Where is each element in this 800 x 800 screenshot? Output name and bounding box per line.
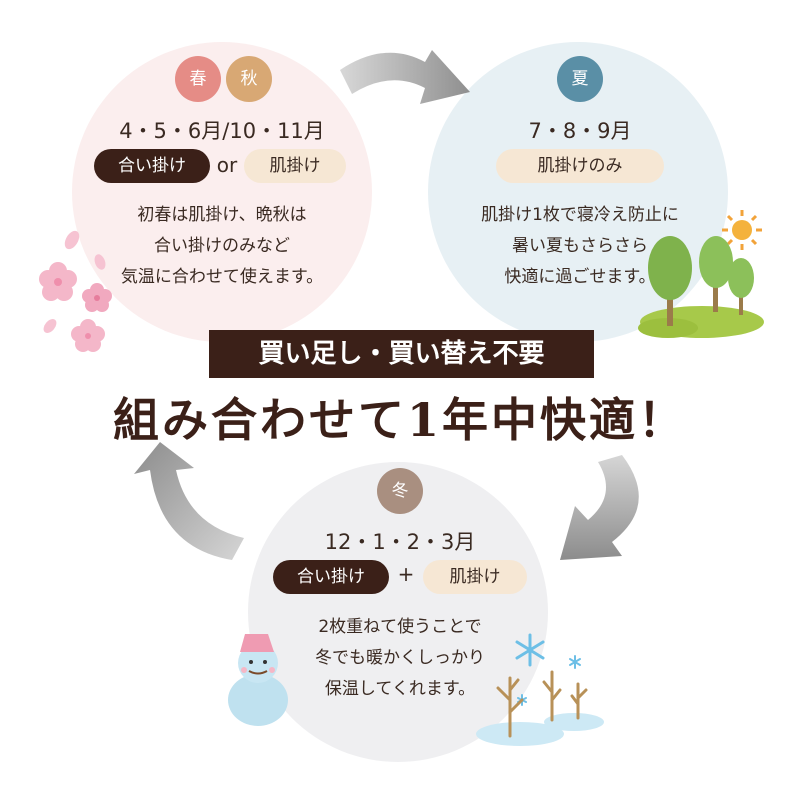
- or-connector: or: [216, 153, 238, 177]
- desc-line: 気温に合わせて使えます。: [120, 267, 324, 287]
- sun-icon: [722, 210, 762, 250]
- spring-autumn-months: 4・5・6月/10・11月: [119, 119, 325, 143]
- ai-gake-pill: 合い掛け: [273, 560, 389, 594]
- winter-months: 12・1・2・3月: [324, 530, 476, 554]
- cycle-arrow-icon: [340, 50, 470, 104]
- bare-tree-icon: [476, 670, 604, 746]
- hada-gake-only-pill: 肌掛けのみ: [496, 149, 664, 183]
- winter-description: 2枚重ねて使うことで 冬でも暖かくしっかり 保温してくれます。: [250, 612, 550, 705]
- hada-gake-pill: 肌掛け: [423, 560, 527, 594]
- ai-gake-pill: 合い掛け: [94, 149, 210, 183]
- desc-line: 初春は肌掛け、晩秋は: [137, 205, 307, 225]
- desc-line: 保温してくれます。: [324, 679, 476, 699]
- summer-badge: 夏: [557, 56, 603, 102]
- spring-autumn-description: 初春は肌掛け、晩秋は 合い掛けのみなど 気温に合わせて使えます。: [72, 200, 372, 293]
- desc-line: 合い掛けのみなど: [154, 236, 290, 256]
- summer-months: 7・8・9月: [528, 119, 632, 143]
- desc-line: 肌掛け1枚で寝冷え防止に: [481, 205, 679, 225]
- desc-line: 快適に過ごせます。: [504, 267, 656, 287]
- winter-badge: 冬: [377, 468, 423, 514]
- headline: 組み合わせて1年中快適！: [112, 393, 687, 447]
- summer-description: 肌掛け1枚で寝冷え防止に 暑い夏もさらさら 快適に過ごせます。: [430, 200, 730, 293]
- cycle-arrow-icon: [134, 442, 244, 560]
- cycle-arrow-icon: [560, 455, 639, 560]
- no-rebuy-banner: 買い足し・買い替え不要: [209, 330, 594, 378]
- plus-connector: +: [397, 562, 415, 586]
- spring-autumn-panel: [72, 42, 372, 342]
- desc-line: 冬でも暖かくしっかり: [315, 648, 485, 668]
- snowman-icon: [228, 634, 288, 726]
- desc-line: 2枚重ねて使うことで: [318, 617, 482, 637]
- tree-icon: [638, 236, 764, 338]
- hada-gake-pill: 肌掛け: [244, 149, 346, 183]
- autumn-badge: 秋: [226, 56, 272, 102]
- cherry-blossom-icon: [39, 230, 112, 352]
- desc-line: 暑い夏もさらさら: [512, 236, 648, 256]
- spring-badge: 春: [175, 56, 221, 102]
